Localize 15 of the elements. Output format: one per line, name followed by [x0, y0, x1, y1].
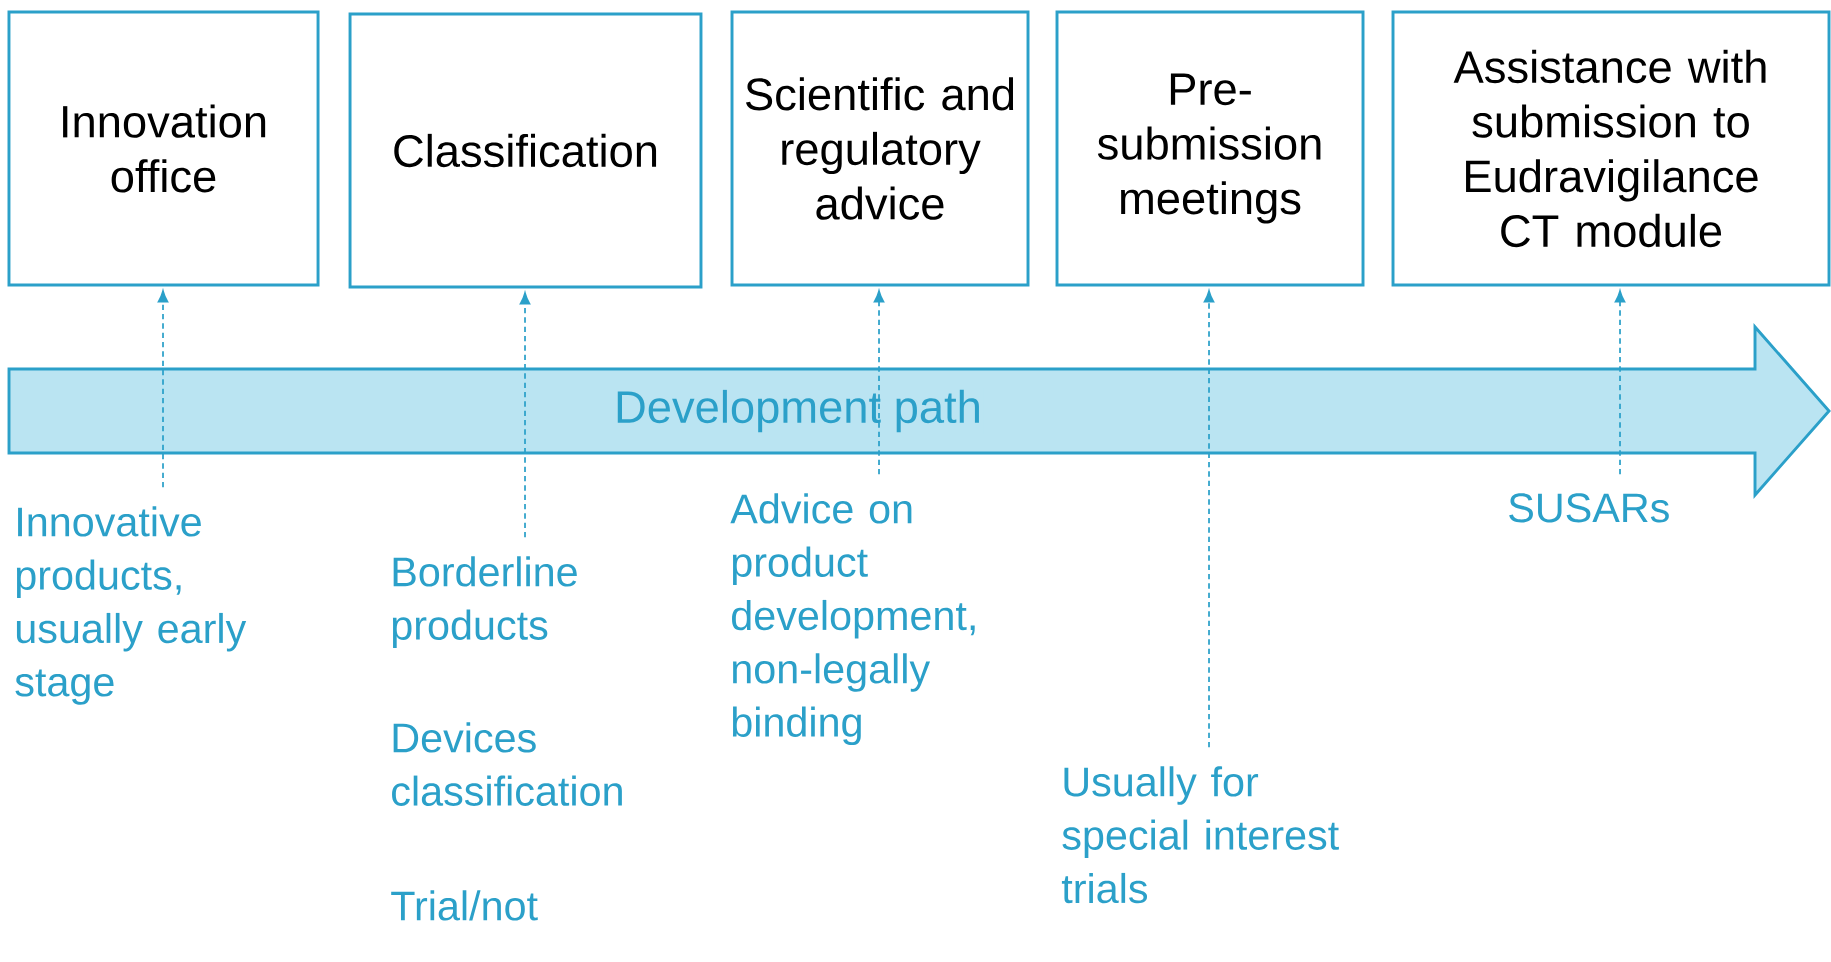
- leader-arrow: [157, 290, 169, 489]
- service-box: Classification: [348, 12, 703, 289]
- note-text: Borderline products: [392, 556, 577, 649]
- leader-arrow: [1614, 290, 1626, 476]
- note-text: Innovative products, usually early stage: [15, 506, 247, 705]
- leader-arrow: [519, 292, 531, 539]
- service-box: Pre-submission meetings: [1055, 10, 1365, 287]
- service-box: Scientific and regulatory advice: [730, 10, 1030, 287]
- note-text: Devices classification: [392, 722, 622, 806]
- service-box: Innovation office: [7, 10, 320, 287]
- leader-arrow: [1203, 290, 1215, 749]
- service-box: Assistance with submission to Eudravigilance CT module: [1391, 10, 1831, 287]
- note-text: Usually for special interest trials: [1061, 766, 1339, 904]
- leader-arrow: [873, 290, 885, 476]
- note-text: Trial/not: [391, 890, 538, 921]
